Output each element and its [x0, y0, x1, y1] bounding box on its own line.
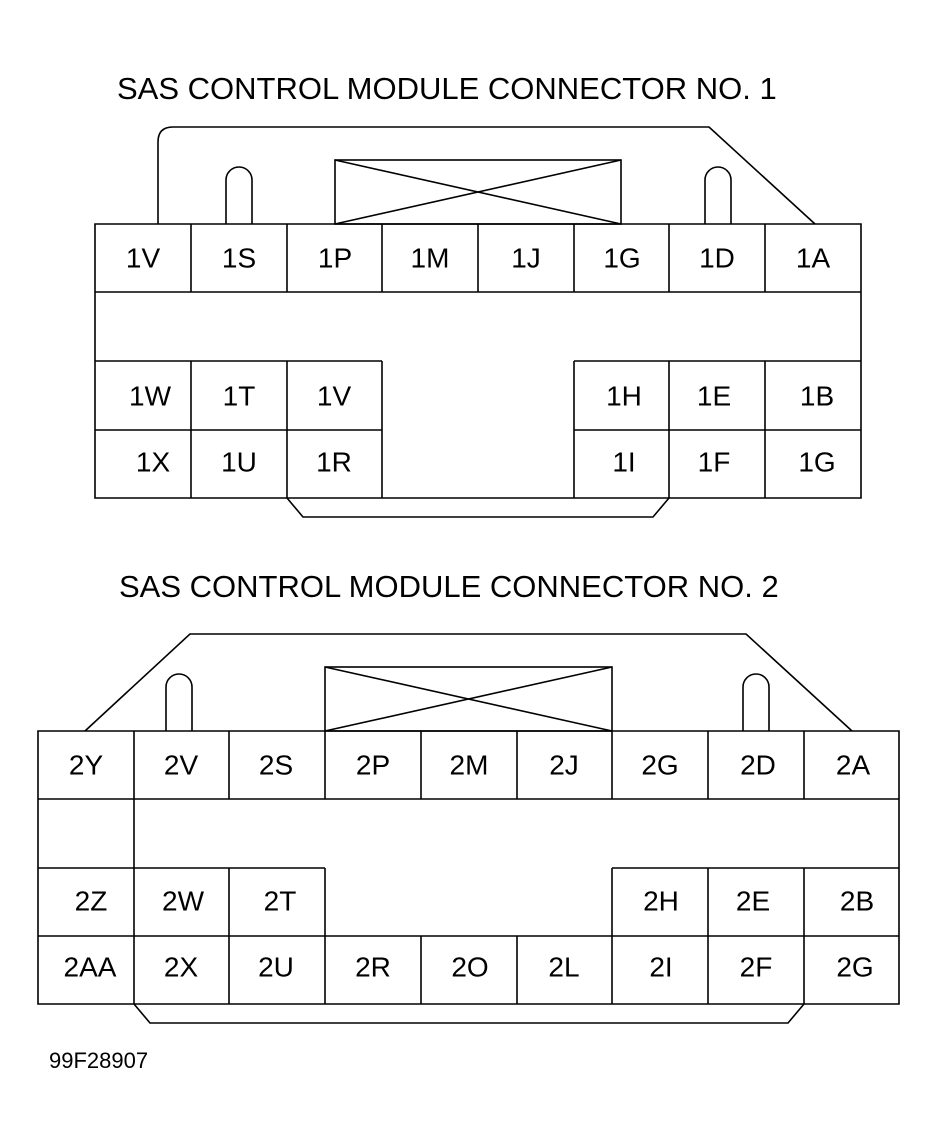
- connector-1-title: SAS CONTROL MODULE CONNECTOR NO. 1: [117, 71, 777, 106]
- pin-label: 2M: [450, 750, 489, 781]
- pin-label: 1D: [699, 243, 735, 274]
- pin-label: 1G: [603, 243, 640, 274]
- pin-label: 1X: [136, 447, 171, 478]
- pin-label: 2L: [548, 952, 579, 983]
- pin-label: 2V: [164, 750, 199, 781]
- connector-2-bottom-row: 2AA 2X 2U 2R 2O 2L 2I 2F 2G: [64, 936, 874, 1004]
- connector-2-title: SAS CONTROL MODULE CONNECTOR NO. 2: [119, 569, 779, 604]
- pin-label: 1W: [129, 381, 172, 412]
- connector-2-key-cross-b: [324, 666, 613, 732]
- connector-2-middle-row: 2Z 2W 2T 2H 2E 2B: [75, 868, 874, 936]
- pin-label: 2S: [259, 750, 293, 781]
- pin-label: 2D: [740, 750, 776, 781]
- connector-1-shell-outline: [157, 126, 816, 225]
- pin-label: 1S: [222, 243, 256, 274]
- connector-2-housing: 2Y 2V 2S 2P 2M 2J 2G 2D 2A 2Z 2W 2T 2H 2…: [37, 633, 900, 1024]
- pin-label: 1U: [221, 447, 257, 478]
- connector-1-housing: 1V 1S 1P 1M 1J 1G 1D 1A 1W 1T 1V 1X 1U 1…: [94, 126, 862, 518]
- pin-label: 2J: [549, 750, 579, 781]
- pin-label: 2X: [164, 952, 199, 983]
- connector-2-shell-outline: [84, 633, 853, 732]
- pin-label: 2G: [836, 952, 873, 983]
- pin-label: 2T: [264, 886, 297, 917]
- pin-label: 2R: [355, 952, 391, 983]
- pin-label: 1E: [697, 381, 731, 412]
- figure-id: 99F28907: [49, 1048, 148, 1073]
- pin-label: 1J: [511, 243, 541, 274]
- pin-label: 1R: [316, 447, 352, 478]
- connector-2-left-lock-tab: [165, 673, 193, 731]
- pin-label: 1I: [612, 447, 635, 478]
- pin-label: 1B: [800, 381, 834, 412]
- pin-label: 2Z: [75, 886, 108, 917]
- connector-2-right-lock-tab: [742, 673, 770, 731]
- connector-1-lower-left-block: 1W 1T 1V 1X 1U 1R: [95, 361, 382, 498]
- pin-label: 1T: [223, 381, 256, 412]
- pin-label: 2H: [643, 886, 679, 917]
- connector-1-top-row: 1V 1S 1P 1M 1J 1G 1D 1A: [126, 224, 831, 292]
- pin-label: 2P: [356, 750, 390, 781]
- pin-label: 2U: [258, 952, 294, 983]
- connector-1-bottom-rail: [286, 497, 670, 518]
- pin-label: 2Y: [69, 750, 104, 781]
- pin-label: 2G: [641, 750, 678, 781]
- pin-label: 1G: [798, 447, 835, 478]
- connector-2-bottom-rail: [133, 1003, 805, 1024]
- pin-label: 2B: [840, 886, 874, 917]
- pin-label: 1F: [698, 447, 731, 478]
- pin-label: 2AA: [64, 952, 117, 983]
- pin-label: 1A: [796, 243, 831, 274]
- connector-1-face: [94, 223, 862, 499]
- pin-label: 1P: [318, 243, 352, 274]
- pin-label: 1M: [411, 243, 450, 274]
- pin-label: 2A: [836, 750, 871, 781]
- connector-1-lower-right-block: 1H 1E 1B 1I 1F 1G: [574, 361, 861, 498]
- connector-1-right-lock-tab: [704, 166, 732, 224]
- connector-1-left-lock-tab: [225, 166, 253, 224]
- pin-label: 1V: [126, 243, 161, 274]
- connector-1-empty-region: [383, 362, 573, 497]
- pin-label: 2W: [162, 886, 205, 917]
- pin-label: 2O: [451, 952, 488, 983]
- connector-2-top-row: 2Y 2V 2S 2P 2M 2J 2G 2D 2A: [69, 731, 871, 799]
- pin-label: 1H: [606, 381, 642, 412]
- connector-1-key-cross-b: [334, 159, 622, 225]
- pin-label: 2F: [740, 952, 773, 983]
- pin-label: 2E: [736, 886, 770, 917]
- pin-label: 1V: [317, 381, 352, 412]
- pin-label: 2I: [649, 952, 672, 983]
